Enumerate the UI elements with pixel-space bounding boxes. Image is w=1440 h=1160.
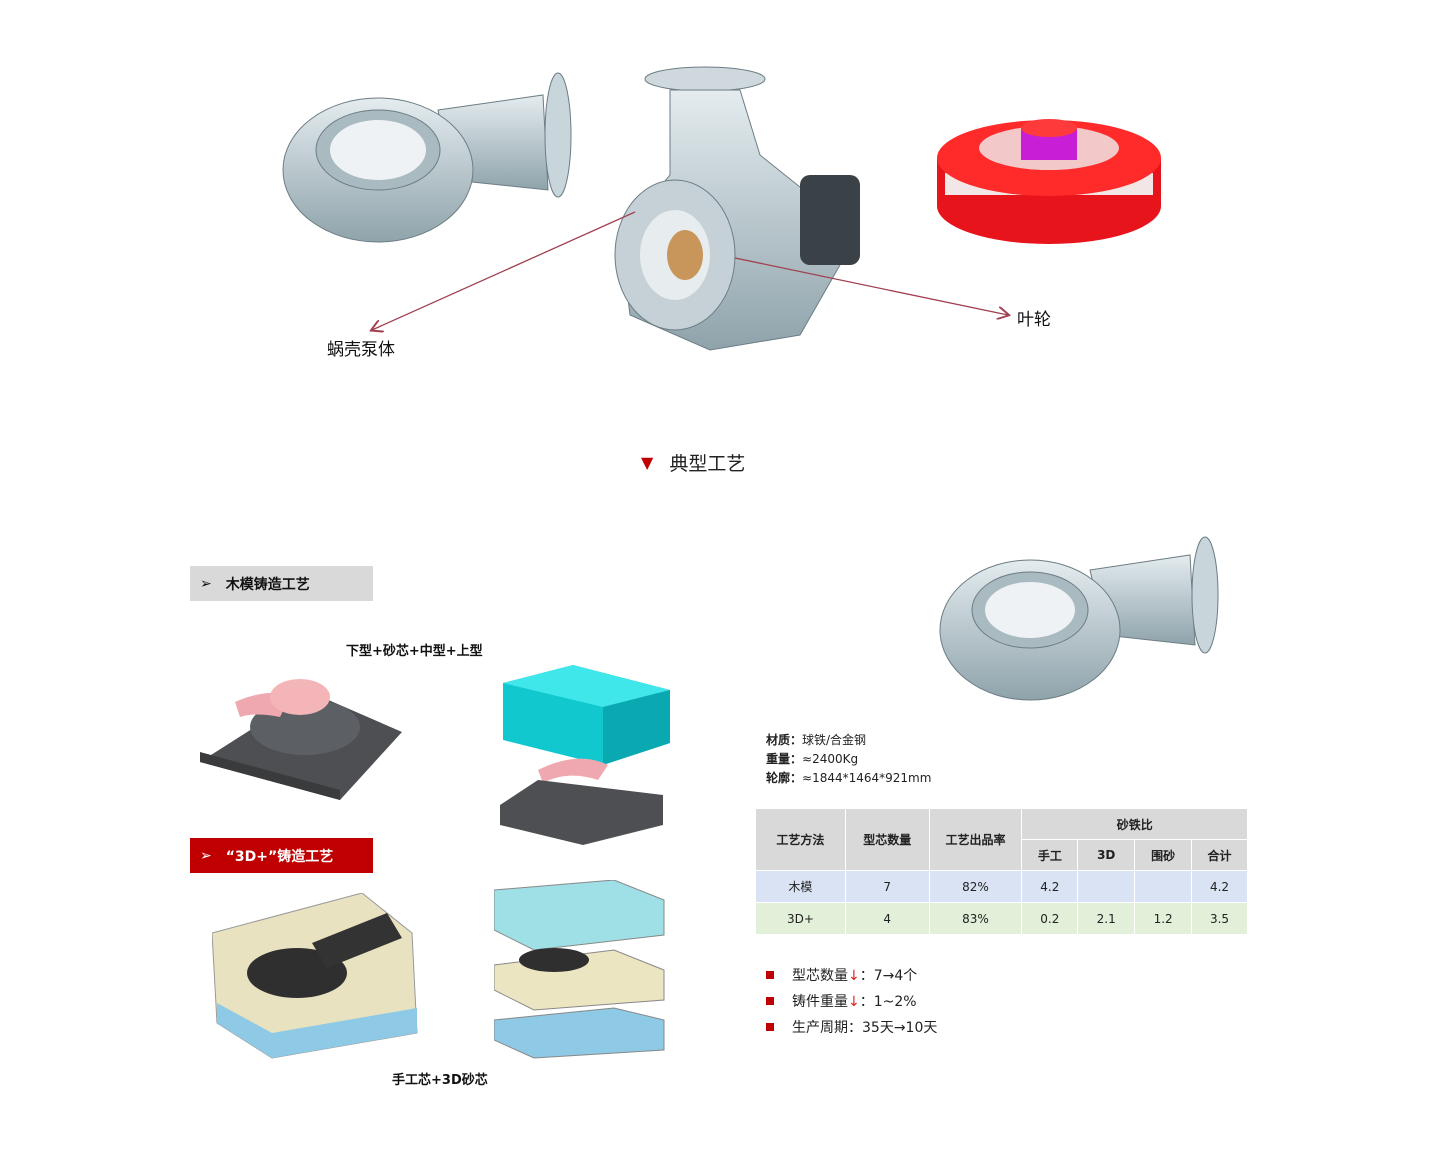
- spec-outline: 轮廓：≈1844*1464*921mm: [766, 771, 932, 785]
- 3d-header-text: “3D+”铸造工艺: [225, 848, 334, 865]
- 3d-mold-assembled-image: [212, 893, 418, 1059]
- wood-header-text: 木模铸造工艺: [225, 576, 310, 593]
- bullet-item: 型芯数量↓：7→4个: [766, 965, 917, 985]
- wood-process-header: ➢ 木模铸造工艺: [190, 566, 373, 601]
- wood-mold-assembly-image: [500, 665, 670, 845]
- impeller-label: 叶轮: [1017, 310, 1051, 330]
- square-bullet-icon: [766, 997, 774, 1005]
- col-3d: 3D: [1077, 839, 1136, 871]
- 3d-caption: 手工芯+3D砂芯: [392, 1073, 488, 1088]
- col-total: 合计: [1191, 839, 1248, 871]
- spec-material: 材质：球铁/合金钢: [766, 733, 867, 747]
- spec-weight: 重量：≈2400Kg: [766, 752, 859, 766]
- wood-caption: 下型+砂芯+中型+上型: [346, 644, 483, 659]
- section-title: ▼ 典型工艺: [641, 449, 745, 476]
- bullet-item: 铸件重量↓：1~2%: [766, 991, 917, 1011]
- bullet-item: 生产周期：35天→10天: [766, 1017, 937, 1037]
- triangle-down-icon: ▼: [641, 453, 654, 472]
- pump-assembly-image: [614, 66, 860, 351]
- col-yield: 工艺出品率: [928, 808, 1023, 871]
- volute-casing-image: [282, 72, 572, 243]
- 3d-process-header: ➢ “3D+”铸造工艺: [190, 838, 373, 873]
- square-bullet-icon: [766, 1023, 774, 1031]
- wood-mold-lower-image: [200, 679, 402, 800]
- col-core-count: 型芯数量: [844, 808, 930, 871]
- col-surround-sand: 围砂: [1134, 839, 1193, 871]
- arrow-bullet-icon: ➢: [200, 847, 212, 864]
- volute-label: 蜗壳泵体: [327, 340, 395, 360]
- impeller-image: [937, 119, 1161, 244]
- arrow-bullet-icon: ➢: [200, 575, 212, 592]
- callout-arrows: [0, 211, 1440, 400]
- volute-casing-image-2: [939, 536, 1219, 701]
- col-method: 工艺方法: [755, 808, 846, 871]
- square-bullet-icon: [766, 971, 774, 979]
- col-manual: 手工: [1021, 839, 1079, 871]
- section-title-text: 典型工艺: [669, 453, 746, 475]
- col-sand-iron-ratio: 砂铁比: [1021, 808, 1248, 840]
- 3d-mold-exploded-image: [494, 880, 665, 1059]
